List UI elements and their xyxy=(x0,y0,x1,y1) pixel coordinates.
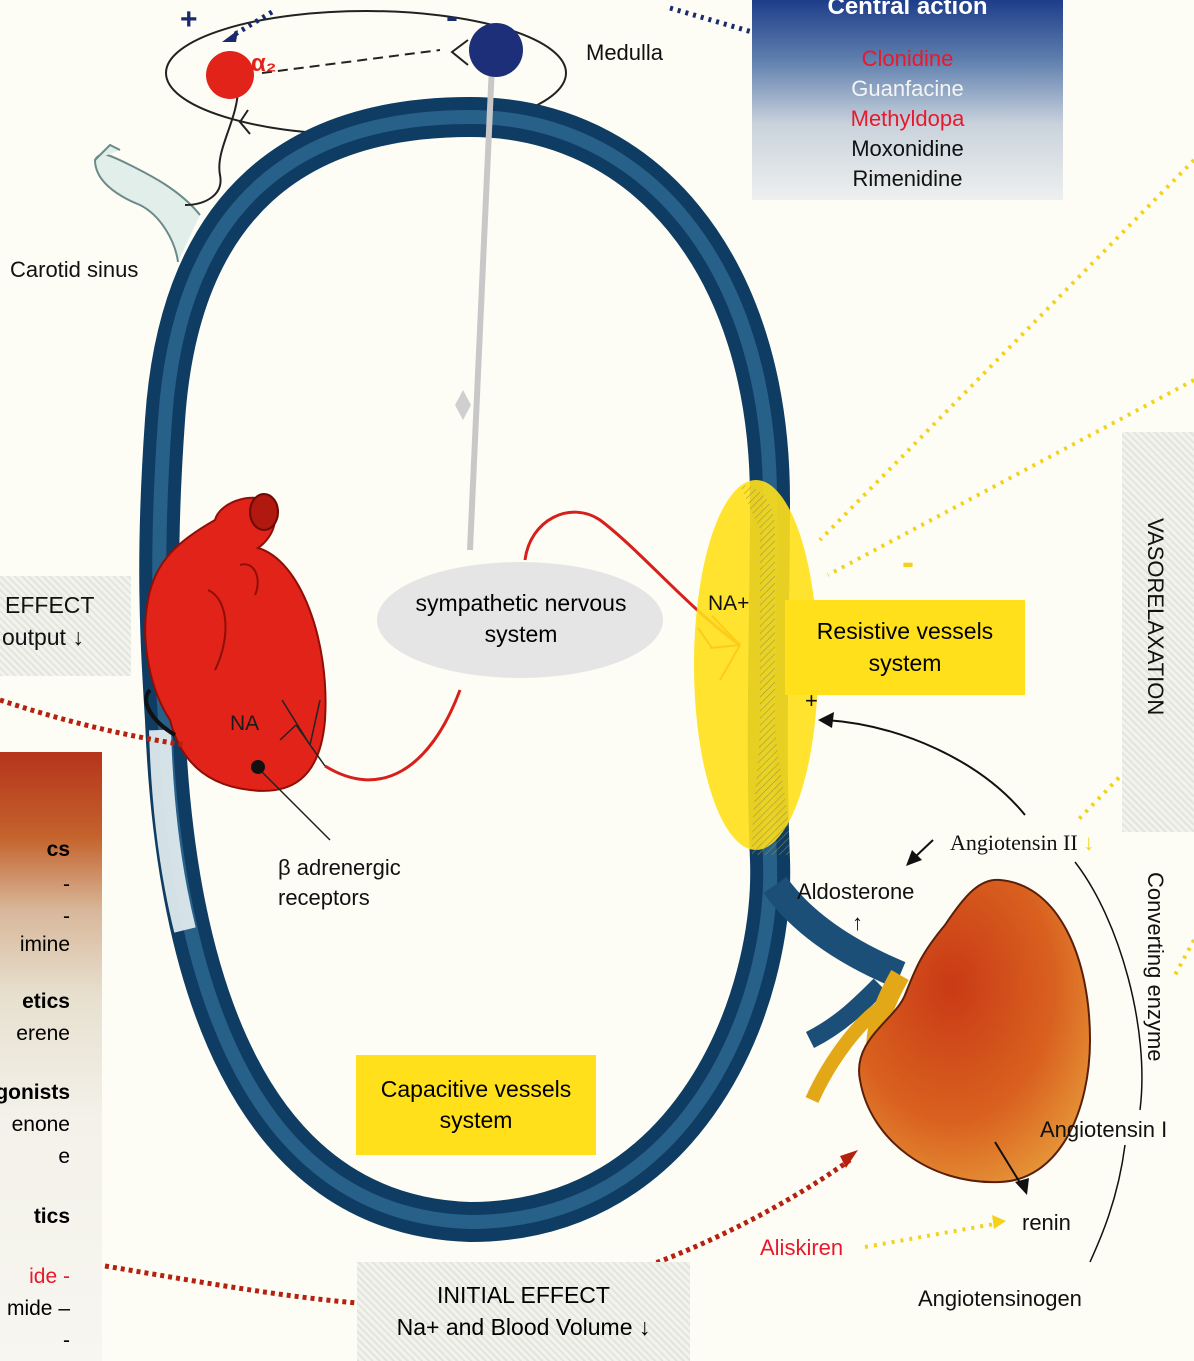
aldosterone-arrow: ↑ xyxy=(852,908,863,938)
angiotensin-ii-arrow: ↓ xyxy=(1083,830,1094,855)
resistive-vessels-box: Resistive vessels system xyxy=(785,600,1025,695)
converting-enzyme-label: Converting enzyme xyxy=(1142,872,1168,1062)
inhibitory-link xyxy=(262,50,440,73)
medulla-neuron xyxy=(469,23,523,77)
aliskiren-label: Aliskiren xyxy=(760,1233,843,1263)
central-drug-item: Clonidine xyxy=(752,44,1063,74)
sympathetic-label: sympathetic nervous system xyxy=(396,586,646,652)
na-heart-label: NA xyxy=(230,710,259,738)
left-panel-line: erene xyxy=(16,1019,70,1049)
renin-label: renin xyxy=(1022,1208,1071,1238)
medulla-label: Medulla xyxy=(586,38,663,68)
central-arrow-right xyxy=(670,8,752,32)
dotted-arrow-aliskiren xyxy=(865,1223,1000,1247)
carotid-sinus-label: Carotid sinus xyxy=(10,255,138,285)
vasorelaxation-label: VASORELAXATION xyxy=(1142,518,1168,715)
angiotensinogen-label: Angiotensinogen xyxy=(918,1284,1082,1314)
effect-left-sub: output ↓ xyxy=(2,622,84,653)
left-panel-line: - xyxy=(63,1326,70,1356)
minus-resistive-label: - xyxy=(902,538,914,587)
plus-resistive-label: + xyxy=(805,686,818,716)
left-panel-line: etics xyxy=(22,987,70,1017)
central-drug-item: Guanfacine xyxy=(752,74,1063,104)
angiotensin-ii-text: Angiotensin II xyxy=(950,830,1078,855)
central-action-title: Central action xyxy=(752,0,1063,14)
left-panel-line: - xyxy=(63,902,70,932)
left-panel-line: cs xyxy=(47,835,70,865)
central-arrow-left xyxy=(232,12,272,36)
left-panel-line: enone xyxy=(12,1110,70,1140)
initial-effect-sub: Na+ and Blood Volume ↓ xyxy=(397,1312,651,1343)
angiotensin-ii-label: Angiotensin II ↓ xyxy=(950,828,1094,858)
beta-receptors-label: β adrenergic receptors xyxy=(278,853,448,912)
na-plus-label: NA+ xyxy=(708,590,749,618)
alpha2-neuron xyxy=(206,51,254,99)
capacitive-vessels-box: Capacitive vessels system xyxy=(356,1055,596,1155)
efferent-nerve-heart xyxy=(325,690,460,780)
minus-top-label: - xyxy=(446,0,458,41)
left-panel-line: e xyxy=(58,1142,70,1172)
central-drug-item: Methyldopa xyxy=(752,104,1063,134)
central-drug-item: Rimenidine xyxy=(752,164,1063,194)
initial-effect-title: INITIAL EFFECT xyxy=(437,1280,610,1311)
renin-curve xyxy=(1090,1145,1125,1262)
left-panel-line: - xyxy=(63,870,70,900)
arrow-angiotensin-to-vessel xyxy=(826,720,1025,815)
central-drug-item: Moxonidine xyxy=(752,134,1063,164)
initial-effect-box: INITIAL EFFECT Na+ and Blood Volume ↓ xyxy=(357,1262,690,1361)
aldosterone-label: Aldosterone xyxy=(797,877,914,907)
angiotensin-i-label: Angiotensin I xyxy=(1040,1115,1167,1145)
left-panel-line: imine xyxy=(20,930,70,960)
left-panel-line: mide – xyxy=(7,1294,70,1324)
left-panel-line: ide - xyxy=(29,1262,70,1292)
dotted-arrow-yellow-4 xyxy=(1175,940,1194,975)
left-panel-line: tics xyxy=(34,1202,70,1232)
carotid-sinus-shape xyxy=(95,155,200,262)
left-panel-line: gonists xyxy=(0,1078,70,1108)
effect-left-title: EFFECT xyxy=(5,590,94,621)
nerve-central xyxy=(470,65,492,550)
plus-top-label: + xyxy=(180,0,198,41)
alpha2-label: α₂ xyxy=(251,48,276,80)
